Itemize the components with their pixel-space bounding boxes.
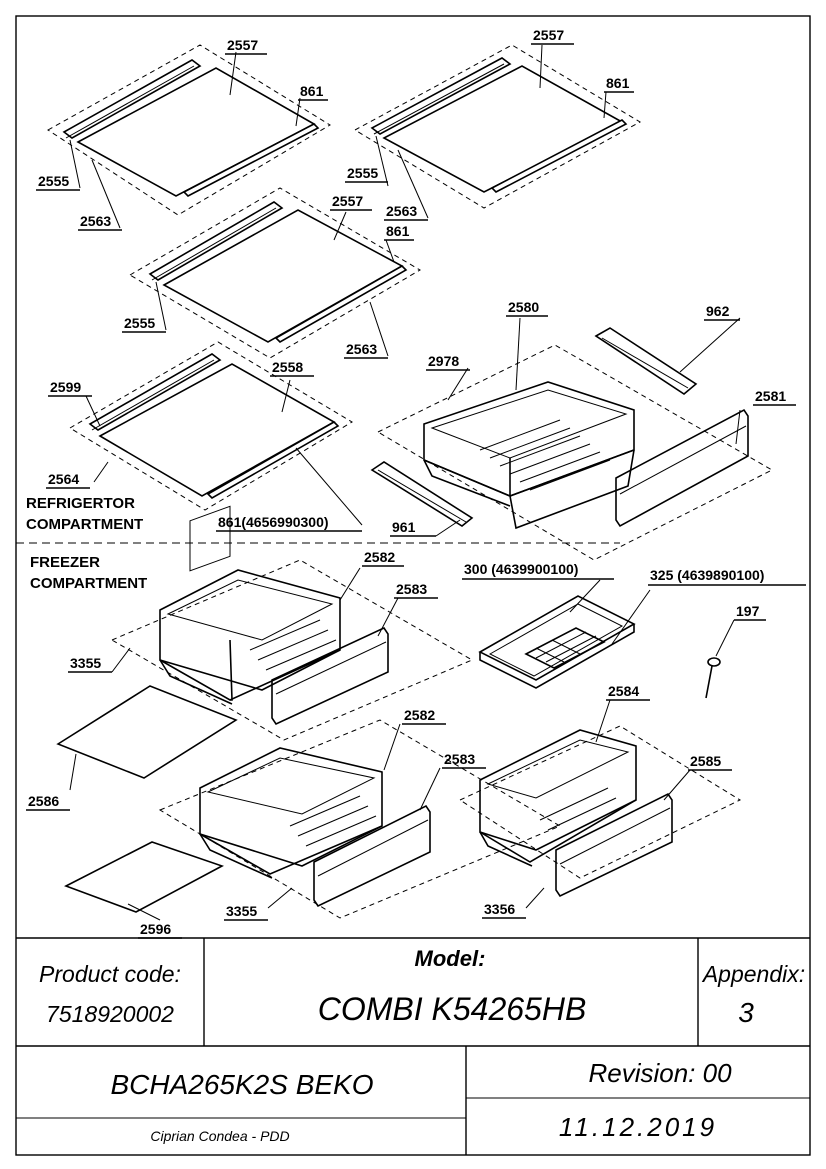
freezer-plate-2596 (64, 841, 224, 913)
refrigerator-title-line1: REFRIGERTOR (26, 495, 135, 512)
ice-tray-group (478, 579, 651, 689)
part-197 (705, 619, 735, 699)
freezer-title-line2: COMPARTMENT (30, 575, 147, 592)
label-2563-a: 2563 (80, 213, 111, 229)
label-2585: 2585 (690, 753, 721, 769)
label-2582-b: 2582 (404, 707, 435, 723)
appendix-value: 3 (738, 997, 754, 1028)
label-2558: 2558 (272, 359, 303, 375)
label-2582-a: 2582 (364, 549, 395, 565)
label-861-4656990300: 861(4656990300) (218, 514, 329, 530)
refrigerator-title-line2: COMPARTMENT (26, 516, 143, 533)
label-861-a: 861 (300, 83, 324, 99)
label-2580: 2580 (508, 299, 539, 315)
part-labels: 2557 861 2555 2563 2557 861 2555 2563 25… (26, 27, 806, 939)
drawing-frame (15, 15, 811, 1156)
label-861-b: 861 (606, 75, 630, 91)
appendix-label: Appendix: (701, 961, 805, 987)
shelf-2-group (353, 44, 642, 219)
model-value: COMBI K54265HB (318, 991, 587, 1027)
label-962: 962 (706, 303, 730, 319)
freezer-title-line1: FREEZER (30, 554, 100, 571)
label-2596: 2596 (140, 921, 171, 937)
label-961: 961 (392, 519, 416, 535)
product-code-label: Product code: (39, 961, 181, 987)
revision: Revision: 00 (588, 1058, 732, 1088)
label-2583-a: 2583 (396, 581, 427, 597)
label-300: 300 (4639900100) (464, 561, 578, 577)
label-3355-a: 3355 (70, 655, 101, 671)
label-2563-c: 2563 (346, 341, 377, 357)
brand-model: BCHA265K2S BEKO (110, 1069, 373, 1100)
label-197: 197 (736, 603, 760, 619)
freezer-drawer-2-group (158, 719, 562, 919)
label-2584: 2584 (608, 683, 639, 699)
label-2557-b: 2557 (533, 27, 564, 43)
shelf-1-group (47, 44, 331, 229)
freezer-plate-2586 (56, 685, 238, 779)
label-3355-b: 3355 (226, 903, 257, 919)
shelf-4-group (69, 341, 363, 526)
product-code-value: 7518920002 (46, 1001, 174, 1027)
label-2563-b: 2563 (386, 203, 417, 219)
freezer-drawer-3-group (458, 699, 742, 909)
freezer-drawer-1-group (110, 505, 474, 741)
label-2555-a: 2555 (38, 173, 69, 189)
shelf-3-group (129, 187, 421, 359)
label-2557-c: 2557 (332, 193, 363, 209)
label-2564: 2564 (48, 471, 79, 487)
label-2586: 2586 (28, 793, 59, 809)
label-2599: 2599 (50, 379, 81, 395)
title-block: Product code: 7518920002 Model: COMBI K5… (16, 937, 810, 1155)
label-2978: 2978 (428, 353, 459, 369)
label-2555-b: 2555 (347, 165, 378, 181)
label-2555-c: 2555 (124, 315, 155, 331)
label-2581: 2581 (755, 388, 786, 404)
label-2583-b: 2583 (444, 751, 475, 767)
label-861-c: 861 (386, 223, 410, 239)
crisper-drawer-group (370, 317, 774, 561)
label-2557-a: 2557 (227, 37, 258, 53)
model-label: Model: (415, 946, 486, 971)
author: Ciprian Condea - PDD (150, 1128, 289, 1144)
label-325: 325 (4639890100) (650, 567, 764, 583)
date: 11.12.2019 (559, 1112, 717, 1142)
label-3356: 3356 (484, 901, 515, 917)
